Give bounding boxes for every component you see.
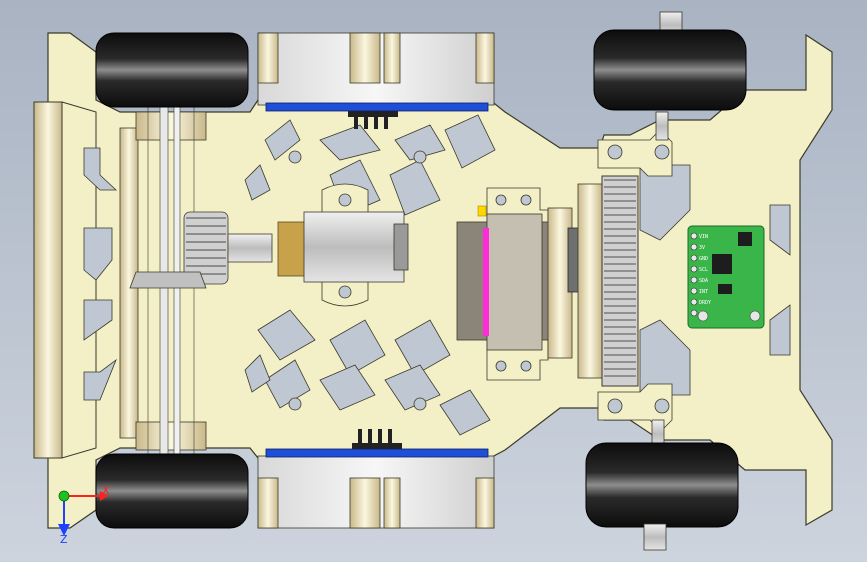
front-wheel-bottom[interactable] — [585, 442, 739, 551]
slot-hole — [639, 319, 691, 396]
green-sphere-icon — [58, 490, 70, 502]
diamond-hole — [244, 164, 271, 201]
rear-axle-assembly[interactable] — [119, 95, 273, 467]
motor-end-cap — [393, 223, 409, 271]
servo-pair-top[interactable] — [257, 32, 495, 129]
bevel-gear — [129, 271, 207, 289]
servo-mount-tab — [475, 477, 495, 529]
imu-pin-label: SDA — [699, 278, 708, 284]
imu-pin-label: VIN — [699, 234, 708, 240]
gear-teeth — [186, 217, 226, 275]
servo-pair-bottom[interactable] — [257, 429, 495, 529]
spur-gear — [601, 175, 639, 387]
rear-bumper-bevel — [61, 101, 97, 459]
diamond-hole — [394, 124, 446, 161]
spur-gear-teeth — [604, 179, 636, 377]
header-pins — [348, 111, 398, 129]
diamond-hole — [257, 309, 316, 361]
led-indicator — [477, 205, 487, 217]
servo-mount-tab — [349, 477, 381, 529]
diamond-hole — [394, 319, 451, 376]
servo-mount-tab — [257, 477, 279, 529]
imu-pin-label: SCL — [699, 267, 708, 273]
imu-pin-pad — [690, 265, 698, 273]
diamond-hole — [329, 319, 386, 376]
diamond-hole — [319, 124, 381, 161]
slot-hole — [83, 227, 113, 281]
regulator-chip — [718, 284, 732, 294]
front-wheel-top[interactable] — [593, 11, 747, 111]
imu-chip — [712, 254, 732, 274]
header-pins — [352, 429, 402, 449]
slot-hole — [769, 204, 791, 256]
hub — [643, 523, 667, 551]
steering-gear[interactable] — [577, 111, 673, 449]
imu-pin-column: VIN3VGNDSCLSDAINTDRDYCS — [690, 232, 711, 317]
imu-pin-pad — [690, 309, 698, 317]
servo-mount-tab — [383, 477, 401, 529]
lattice-holes — [244, 114, 496, 436]
tire — [585, 442, 739, 528]
round-holes — [288, 150, 427, 411]
imu-pin-pad — [690, 287, 698, 295]
servo-mount-tab — [475, 32, 495, 84]
slot-hole — [83, 147, 118, 191]
imu-pin-label: 3V — [699, 245, 705, 251]
drive-motor[interactable] — [277, 183, 409, 307]
imu-pin-pad — [690, 254, 698, 262]
steering-knuckle-top — [597, 129, 673, 177]
servo-mount-tab — [257, 32, 279, 84]
tire — [593, 29, 747, 111]
motor-coupling — [227, 233, 273, 263]
motor-can — [303, 211, 405, 283]
diamond-hole — [444, 114, 496, 169]
diamond-hole — [439, 389, 491, 436]
tire — [95, 32, 249, 108]
rear-wheel-top[interactable] — [95, 32, 249, 108]
imu-chip-small — [738, 232, 752, 246]
slot-hole — [769, 304, 791, 356]
blue-arrow-icon — [58, 524, 70, 536]
rear-wheel-bottom[interactable] — [95, 453, 249, 529]
steering-rack-bracket — [577, 183, 603, 379]
tire — [95, 453, 249, 529]
diamond-hole — [319, 364, 376, 411]
diamond-hole — [384, 364, 441, 411]
pcb-blue — [265, 102, 489, 112]
imu-board[interactable]: VIN3VGNDSCLSDAINTDRDYCS — [687, 225, 765, 329]
slot-hole — [639, 164, 691, 241]
imu-pin-pad — [690, 276, 698, 284]
rear-bumper-rail — [33, 101, 63, 459]
axle-bearing-top — [135, 111, 207, 141]
z-axis-label: Z — [60, 533, 68, 546]
servo-mount-tab — [349, 32, 381, 84]
slot-hole — [83, 299, 113, 341]
battery-stripe — [483, 228, 489, 336]
x-axis-label: X — [102, 484, 110, 497]
axle-bearing-bottom — [135, 421, 207, 451]
battery-cell — [486, 213, 543, 351]
center-module[interactable] — [456, 187, 605, 381]
imu-pin-label: INT — [699, 289, 708, 295]
diamond-hole — [264, 119, 301, 161]
imu-pin-pad — [690, 232, 698, 240]
red-arrow-icon — [100, 491, 108, 501]
diamond-hole — [244, 354, 271, 393]
imu-pin-label: DRDY — [699, 300, 711, 306]
diamond-hole — [264, 359, 311, 409]
axis-triad[interactable]: X Z — [58, 484, 110, 546]
pcb-green — [687, 225, 765, 329]
slot-hole — [83, 358, 117, 401]
imu-pin-label: GND — [699, 256, 708, 262]
diamond-hole — [389, 159, 441, 216]
imu-pin-pad — [690, 298, 698, 306]
imu-pin-pad — [690, 243, 698, 251]
kingpin-top — [655, 111, 669, 141]
pcb-blue — [265, 448, 489, 458]
servo-mount-tab — [383, 32, 401, 84]
